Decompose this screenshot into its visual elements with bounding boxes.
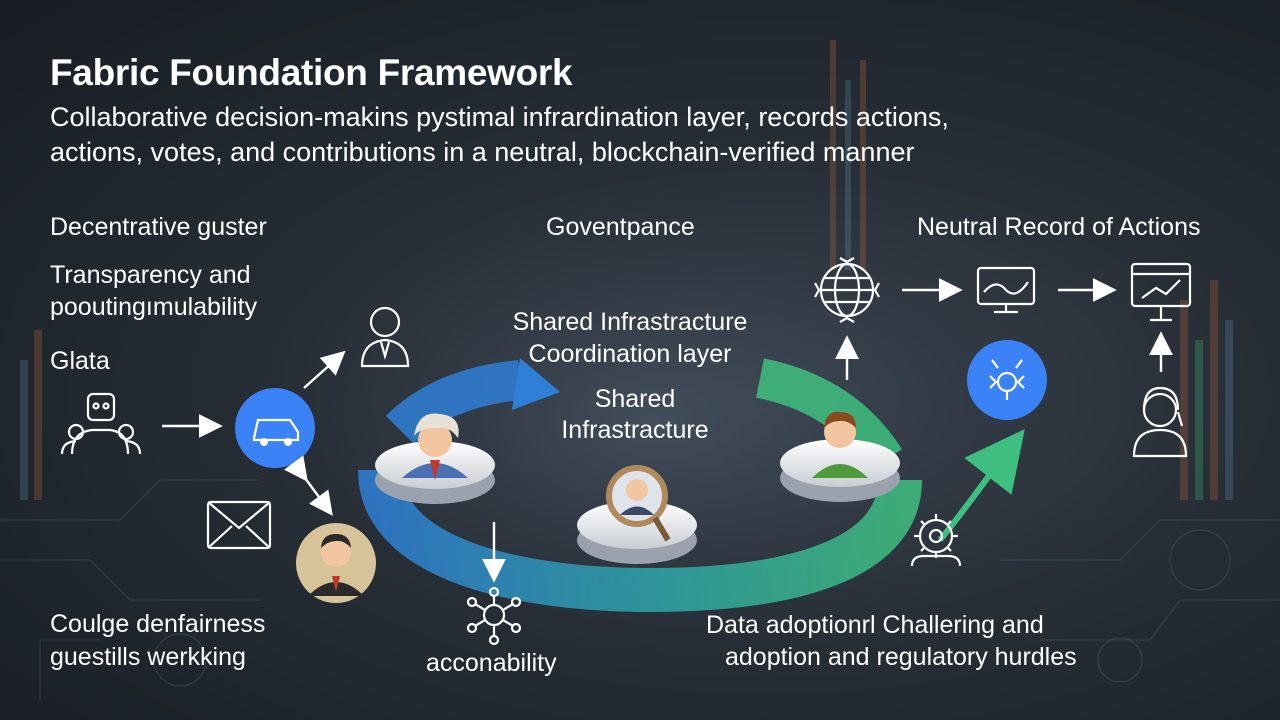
arrow-gear-to-robot bbox=[940, 448, 1010, 540]
arrow-car-to-avatar bbox=[305, 478, 330, 512]
team-icon bbox=[62, 394, 140, 454]
support-agent-icon bbox=[1134, 388, 1186, 456]
monitor-icon bbox=[978, 268, 1034, 312]
ring-arrow-head bbox=[512, 358, 560, 410]
person-avatar-icon bbox=[296, 523, 376, 603]
car-icon bbox=[235, 388, 315, 468]
presentation-icon bbox=[1132, 264, 1190, 320]
robot-icon bbox=[967, 340, 1047, 420]
arrow-car-to-businessman bbox=[304, 354, 342, 388]
globe-icon bbox=[815, 258, 879, 322]
envelope-icon bbox=[208, 502, 270, 548]
businessman-outline-icon bbox=[362, 308, 408, 366]
